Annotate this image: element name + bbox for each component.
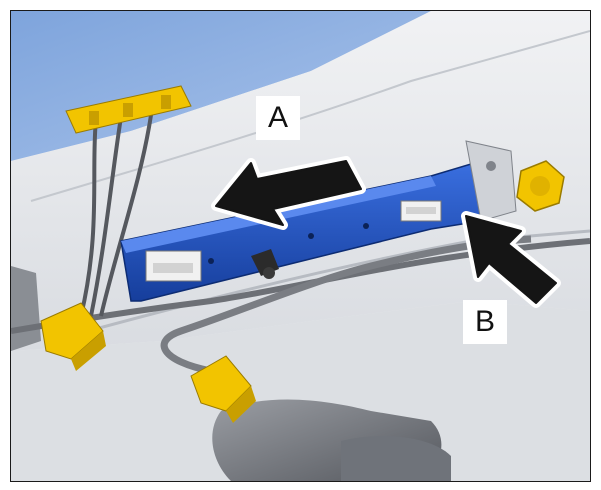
wire-2 [89,116,123,317]
top-yellow-connector [65,85,192,134]
push-left-arrow [211,156,366,230]
lower-bracket-inner [341,436,451,481]
mount-hole [486,161,496,171]
callout-b: B [463,300,507,344]
wire-3 [99,114,153,317]
callout-a: A [256,96,300,140]
illustration [11,11,590,481]
module-mount-bracket [465,140,517,222]
panel-edge-line [30,30,590,202]
cable-loop [160,235,532,375]
nut-icon [516,160,565,212]
diagram-frame: A B [10,10,591,482]
push-in-arrow [461,211,561,308]
cable-yellow-connector [190,355,256,423]
callout-b-label: B [474,305,495,338]
wire-1 [79,118,98,317]
left-yellow-connector [40,302,106,371]
lower-body [11,301,590,481]
callout-a-label: A [267,101,288,134]
